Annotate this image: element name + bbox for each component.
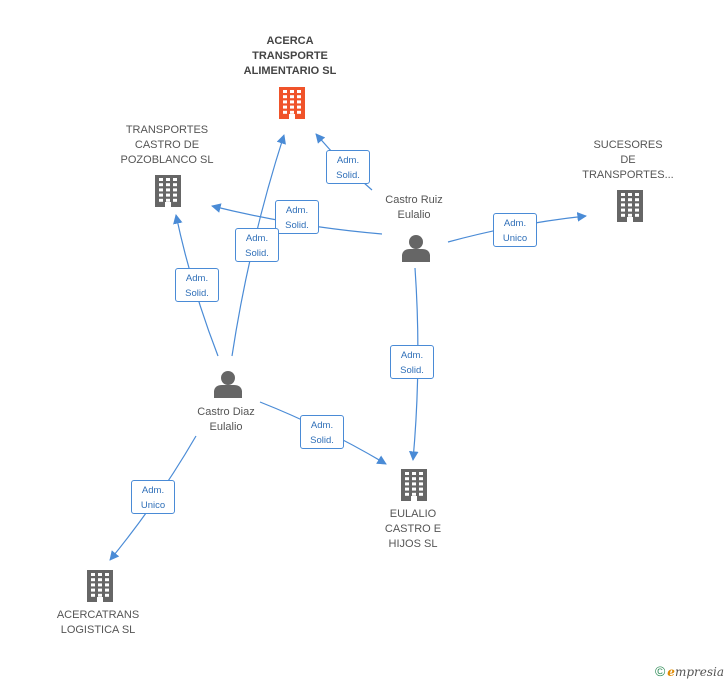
- node-label-ruiz[interactable]: Castro Ruiz Eulalio: [385, 194, 443, 221]
- edge-label-ruiz-eulalio_hijos[interactable]: Adm. Solid.: [390, 345, 434, 379]
- node-label-acercatrans[interactable]: ACERCATRANS LOGISTICA SL: [56, 609, 140, 636]
- node-label-sucesores[interactable]: SUCESORES DE TRANSPORTES...: [582, 139, 674, 181]
- building-icon-acerca[interactable]: [279, 87, 305, 119]
- node-label-pozoblanco[interactable]: TRANSPORTES CASTRO DE POZOBLANCO SL: [120, 124, 214, 166]
- edge-label-diaz-pozoblanco[interactable]: Adm. Solid.: [175, 268, 219, 302]
- brand-logo: empresia: [667, 665, 724, 679]
- edge-label-ruiz-pozoblanco[interactable]: Adm. Solid.: [275, 200, 319, 234]
- building-icon-acercatrans[interactable]: [87, 570, 113, 602]
- edge-label-diaz-eulalio_hijos[interactable]: Adm. Solid.: [300, 415, 344, 449]
- edge-label-ruiz-acerca[interactable]: Adm. Solid.: [326, 150, 370, 184]
- building-icon-sucesores[interactable]: [617, 190, 643, 222]
- person-icon-ruiz[interactable]: [402, 235, 430, 262]
- building-icon-eulalio_hijos[interactable]: [401, 469, 427, 501]
- edge-label-diaz-acercatrans[interactable]: Adm. Unico: [131, 480, 175, 514]
- edge-label-ruiz-sucesores[interactable]: Adm. Unico: [493, 213, 537, 247]
- footer-brand: ©empresia: [655, 663, 724, 679]
- node-label-diaz[interactable]: Castro Diaz Eulalio: [197, 406, 255, 433]
- edge-label-diaz-acerca[interactable]: Adm. Solid.: [235, 228, 279, 262]
- node-label-eulalio_hijos[interactable]: EULALIO CASTRO E HIJOS SL: [384, 508, 442, 550]
- node-label-acerca[interactable]: ACERCA TRANSPORTE ALIMENTARIO SL: [243, 35, 337, 77]
- building-icon-pozoblanco[interactable]: [155, 175, 181, 207]
- copyright-icon: ©: [654, 663, 666, 679]
- person-icon-diaz[interactable]: [214, 371, 242, 398]
